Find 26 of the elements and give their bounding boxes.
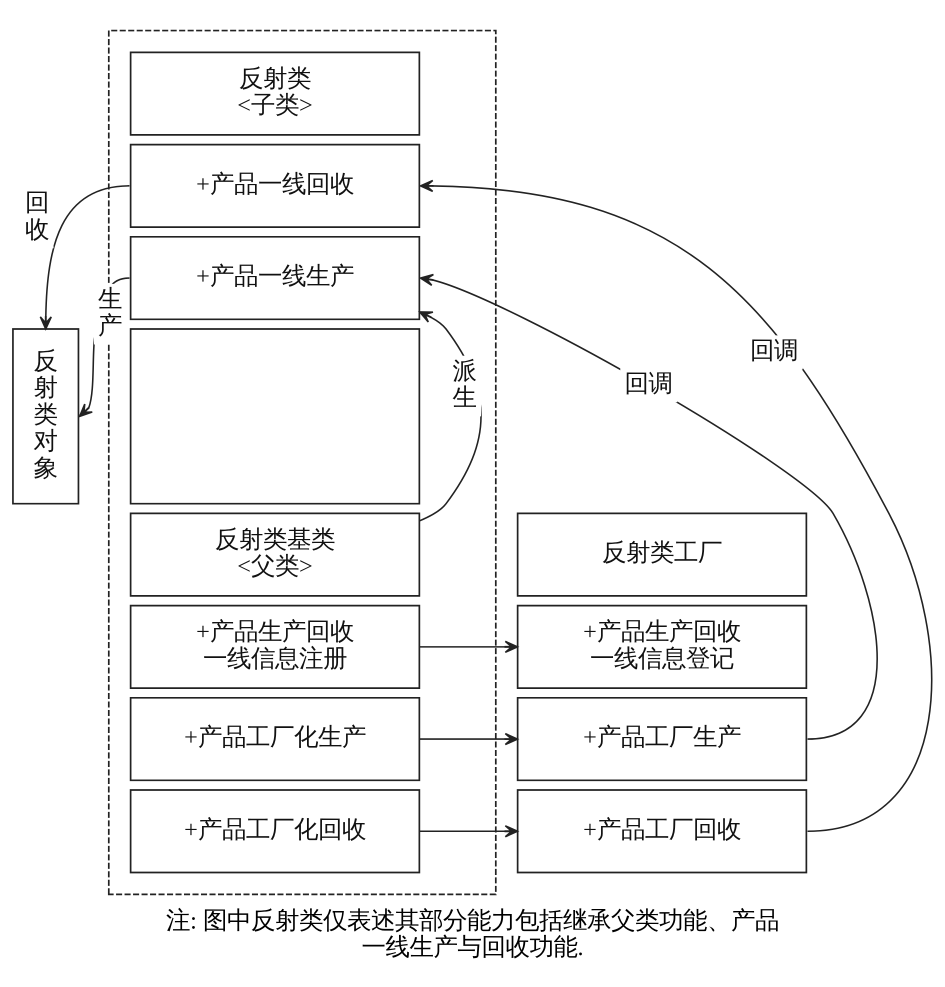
caption: 注: 图中反射类仅表述其部分能力包括继承父类功能、产品一线生产与回收功能.	[166, 906, 779, 961]
node-box: +产品生产回收一线信息登记	[516, 604, 808, 688]
edge-label: 回调	[750, 336, 798, 364]
node-box: 反射类工厂	[516, 512, 808, 596]
node-box: +产品工厂化回收	[130, 788, 420, 873]
arrow	[40, 184, 130, 330]
node-box: +产品一线回收	[130, 143, 420, 228]
node-box: 反射类基类<父类>	[130, 512, 420, 596]
node-box: +产品生产回收一线信息注册	[130, 604, 420, 688]
edge-label: 回调	[624, 370, 673, 397]
edge-label: 生产	[98, 285, 122, 340]
edge-label: 派生	[452, 357, 477, 411]
node-box: +产品一线生产	[130, 235, 420, 320]
node-box: +产品工厂生产	[516, 696, 808, 781]
arrow	[419, 824, 518, 838]
edge-label: 回收	[25, 189, 50, 243]
arrow	[420, 273, 878, 740]
node-box: +产品工厂回收	[516, 788, 808, 873]
node-box	[130, 328, 420, 504]
arrow	[420, 179, 932, 832]
arrow	[419, 640, 518, 653]
node-box: +产品工厂化生产	[130, 696, 420, 781]
arrow	[78, 276, 130, 417]
node-box: 反射类对象	[12, 328, 80, 504]
arrow	[419, 732, 518, 745]
node-box: 反射类<子类>	[130, 51, 420, 136]
